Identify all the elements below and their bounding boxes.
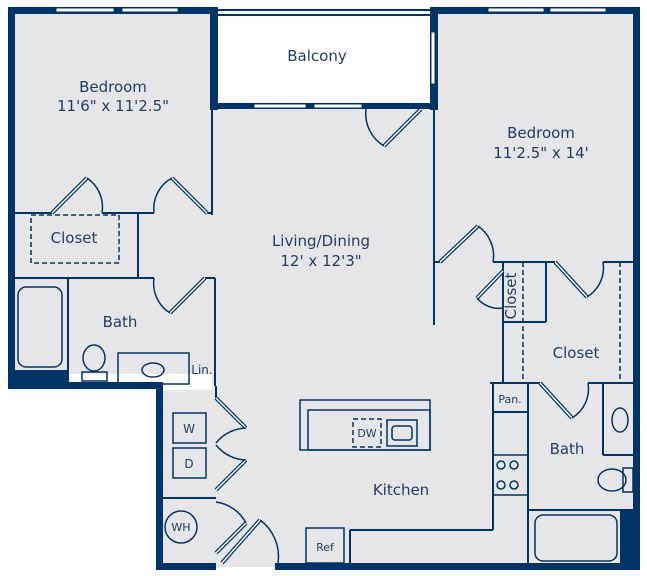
sink-icon (611, 407, 629, 433)
dishwasher-label: DW (357, 427, 376, 440)
water-heater-icon (164, 510, 198, 544)
living-dims: 12' x 12'3" (280, 252, 361, 270)
room-labels: Bedroom 11'6" x 11'2.5" Balcony Bedroom … (51, 47, 600, 554)
exterior-walls (8, 7, 640, 570)
sink-icon (141, 362, 165, 378)
fixtures (17, 286, 634, 564)
closet1-name: Closet (51, 229, 98, 247)
washer-label: W (183, 422, 195, 436)
closet-rods (30, 214, 621, 383)
kitchen-name: Kitchen (373, 481, 429, 499)
windows (55, 7, 607, 109)
toilet-icon (81, 344, 108, 382)
dishwasher-box (352, 418, 382, 448)
linen-name: Lin. (191, 363, 212, 377)
doors (50, 107, 605, 565)
bath1-name: Bath (103, 313, 138, 331)
bathtub-icon (17, 286, 63, 368)
bedroom2-dims: 11'2.5" x 14' (493, 144, 589, 162)
bath2-name: Bath (550, 440, 585, 458)
bedroom1-dims: 11'6" x 11'2.5" (57, 97, 169, 115)
refrigerator-box (305, 527, 345, 564)
living-name: Living/Dining (272, 232, 370, 250)
stove-icon (492, 454, 529, 496)
balcony-name: Balcony (287, 47, 347, 65)
dryer-label: D (184, 457, 193, 471)
refrigerator-label: Ref (316, 541, 335, 554)
dryer-box (172, 447, 207, 479)
kitchen-sink-icon (386, 419, 418, 447)
closet2-name: Closet (502, 273, 520, 320)
toilet-icon (597, 467, 634, 493)
floor-areas (14, 12, 634, 568)
bedroom2-name: Bedroom (507, 124, 575, 142)
washer-box (172, 412, 207, 444)
bathtub-icon (534, 514, 618, 562)
water-heater-label: WH (171, 521, 190, 534)
balcony-area (218, 14, 432, 104)
closet3-name: Closet (553, 344, 600, 362)
pantry-name: Pan. (498, 393, 521, 406)
bedroom1-name: Bedroom (79, 78, 147, 96)
